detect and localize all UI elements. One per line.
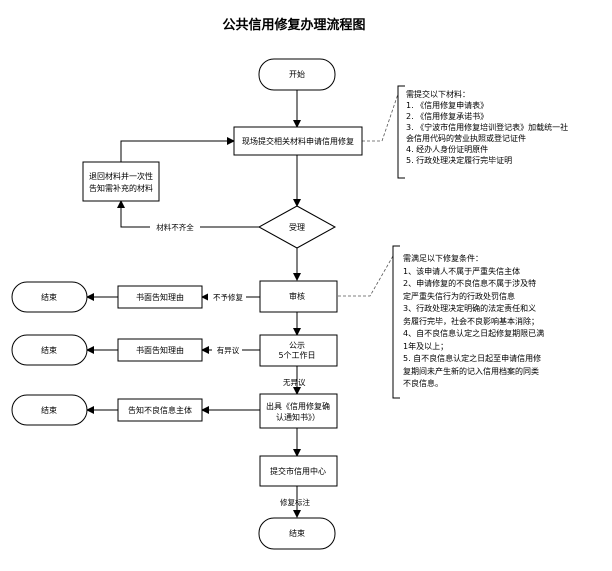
conditions-item: 4、自不良信息认定之日起修复期限已满 <box>403 329 545 338</box>
publicity-label-line2: 5个工作日 <box>278 350 315 360</box>
materials-heading: 需提交以下材料： <box>406 90 470 99</box>
conditions-bracket <box>392 245 400 399</box>
end-left-2-node <box>11 334 88 366</box>
notify-reason-1-label: 书面告知理由 <box>136 292 184 302</box>
conditions-connector <box>338 255 394 297</box>
conditions-item: 5. 自不良信息认定之日起至申请信用修 <box>403 354 542 363</box>
edge-return-submit <box>120 137 235 162</box>
notify-subject-label: 告知不良信息主体 <box>128 405 192 415</box>
conditions-item: 不良信息。 <box>403 379 443 388</box>
publicity-label-line1: 公示 <box>289 341 305 350</box>
submit-label: 现场提交相关材料申请信用修复 <box>242 136 354 146</box>
return-label-line2: 告知需补充的材料 <box>89 183 153 193</box>
edge-accept-return <box>117 200 259 228</box>
return-node <box>82 161 160 202</box>
submit-city-node <box>259 455 338 487</box>
materials-connector <box>362 93 399 142</box>
materials-item: 5. 行政处理决定履行完毕证明 <box>406 156 513 165</box>
edge-label-objection: 有异议 <box>217 345 240 355</box>
conditions-item: 3、行政处理决定明确的法定责任和义 <box>403 304 537 313</box>
end-left-3-label: 结束 <box>41 405 57 415</box>
submit-node <box>233 126 363 156</box>
note-connectors <box>338 93 399 297</box>
edge-label-incomplete: 材料不齐全 <box>156 222 194 232</box>
materials-item: 2. 《信用修复承诺书》 <box>406 112 489 121</box>
notify-reason-2-node <box>117 338 203 362</box>
conditions-item: 1、该申请人不属于严重失信主体 <box>403 266 521 276</box>
edge-label-no-objection: 无异议 <box>283 378 306 387</box>
notify-reason-1-node <box>117 285 203 309</box>
end-left-1-label: 结束 <box>41 292 57 302</box>
submit-city-label: 提交市信用中心 <box>270 466 326 476</box>
conditions-heading: 需满足以下修复条件： <box>403 254 483 263</box>
start-node <box>258 58 336 91</box>
conditions-item: 2、申请修复的不良信息不属于涉及特 <box>403 279 537 288</box>
publicity-node <box>259 334 338 367</box>
conditions-item: 务履行完毕，社会不良影响基本消除； <box>403 316 539 326</box>
review-node <box>259 280 338 313</box>
end-left-1-node <box>11 281 88 313</box>
conditions-item: 复期间未产生新的记入信用档案的同类 <box>403 366 539 376</box>
note-brackets <box>392 85 405 399</box>
accept-diamond <box>257 205 337 249</box>
issue-label-line2: 认通知书》） <box>276 412 320 422</box>
review-label: 审核 <box>289 291 305 301</box>
materials-item: 1. 《信用修复申请表》 <box>406 101 489 110</box>
return-label-line1: 退回材料并一次性 <box>89 171 153 181</box>
edge-label-repair-mark: 修复标注 <box>280 497 310 507</box>
accept-label: 受理 <box>289 222 305 232</box>
conditions-item: 定严重失信行为的行政处罚信息 <box>403 291 515 301</box>
issue-label-line1: 出具《信用修复确 <box>266 401 330 411</box>
notify-reason-2-label: 书面告知理由 <box>136 345 184 355</box>
end-label: 结束 <box>289 528 305 538</box>
conditions-note: 需满足以下修复条件： 1、该申请人不属于严重失信主体 2、申请修复的不良信息不属… <box>403 253 544 391</box>
edge-label-not-repair: 不予修复 <box>213 292 243 302</box>
end-node <box>258 517 336 550</box>
start-label: 开始 <box>289 69 305 79</box>
end-left-2-label: 结束 <box>41 345 57 355</box>
materials-bracket <box>397 85 405 179</box>
notify-subject-node <box>117 398 203 422</box>
end-left-3-node <box>11 394 88 426</box>
materials-item: 会信用代码的营业执照或登记证件 <box>406 134 526 143</box>
materials-note: 需提交以下材料： 1. 《信用修复申请表》 2. 《信用修复承诺书》 3. 《宁… <box>406 89 568 166</box>
materials-item: 3. 《宁波市信用修复培训登记表》加载统一社 <box>406 123 569 132</box>
page-title: 公共信用修复办理流程图 <box>222 17 365 33</box>
conditions-item: 1年及以上； <box>403 341 449 351</box>
materials-item: 4. 经办人身份证明原件 <box>406 145 489 154</box>
issue-node <box>259 393 338 429</box>
